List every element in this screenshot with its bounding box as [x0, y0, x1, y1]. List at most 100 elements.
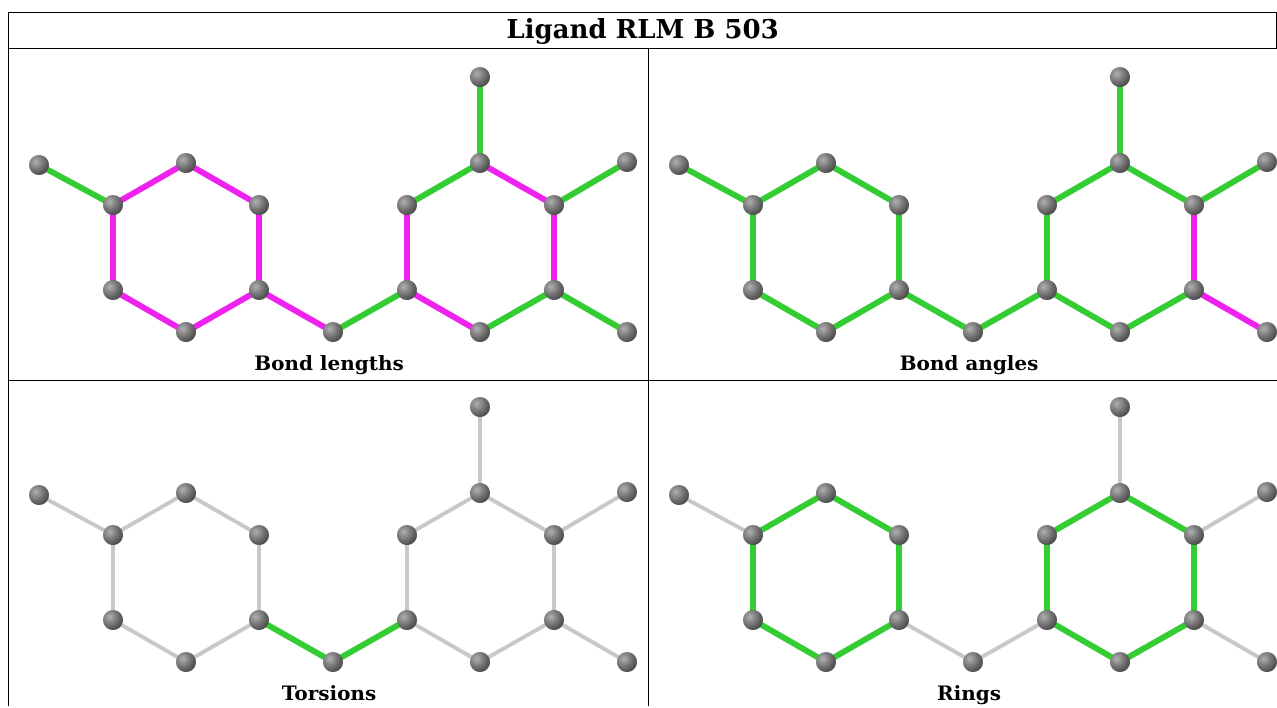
atom [1184, 280, 1204, 300]
bond [823, 287, 902, 335]
atom [1257, 152, 1277, 172]
atom [617, 652, 637, 672]
atom [743, 525, 763, 545]
bond [404, 287, 483, 335]
atom [1257, 322, 1277, 342]
atom [470, 153, 490, 173]
bond [111, 618, 188, 664]
bond [110, 160, 189, 208]
atom [544, 610, 564, 630]
bond [477, 287, 557, 335]
bond [36, 162, 116, 208]
bond [110, 287, 189, 335]
bond [404, 160, 483, 208]
atom [963, 322, 983, 342]
bond [551, 159, 630, 208]
bond [971, 618, 1049, 664]
bond [750, 490, 829, 538]
atom [29, 485, 49, 505]
panel-caption: Rings [936, 681, 1001, 705]
atom [397, 195, 417, 215]
bond [1044, 490, 1123, 538]
bond [750, 617, 829, 665]
atom [249, 610, 269, 630]
bond [37, 493, 115, 537]
atom [1037, 195, 1057, 215]
bond [183, 287, 262, 335]
atom [470, 322, 490, 342]
atom [1110, 397, 1130, 417]
bond [551, 287, 630, 335]
atom [669, 485, 689, 505]
atom [816, 322, 836, 342]
bond [330, 287, 410, 335]
bond [478, 491, 556, 537]
panel-caption: Torsions [281, 681, 377, 705]
atom [397, 280, 417, 300]
panel-caption: Bond angles [899, 351, 1039, 375]
bond [256, 287, 336, 335]
table-top-border [8, 12, 1277, 13]
bond [1192, 490, 1269, 537]
bond [823, 617, 902, 665]
bond [1117, 287, 1197, 335]
atom [1257, 482, 1277, 502]
bond [477, 160, 557, 208]
atom [544, 525, 564, 545]
molecule-diagram [29, 67, 637, 342]
figure-table: Ligand RLM B 503 Bond lengths Bond angle… [8, 12, 1277, 706]
panel-bond-lengths: Bond lengths [9, 50, 649, 378]
atom [249, 525, 269, 545]
atom [617, 152, 637, 172]
bond [1044, 617, 1123, 665]
bond [330, 617, 410, 665]
atom [1110, 153, 1130, 173]
atom [743, 195, 763, 215]
molecule-diagram [29, 397, 637, 672]
atom [889, 195, 909, 215]
atom [743, 280, 763, 300]
atom [889, 610, 909, 630]
bond [478, 618, 556, 664]
bond [1191, 287, 1270, 335]
atom [816, 652, 836, 672]
bond [183, 160, 262, 208]
atom [249, 280, 269, 300]
atom [1037, 525, 1057, 545]
atom [1110, 322, 1130, 342]
atom [544, 195, 564, 215]
atom [103, 280, 123, 300]
bond [896, 287, 976, 335]
atom [103, 610, 123, 630]
atom [397, 525, 417, 545]
bond [676, 162, 756, 208]
atom [1037, 280, 1057, 300]
bond [1191, 159, 1270, 208]
atom [1184, 610, 1204, 630]
bond [1117, 160, 1197, 208]
atom [323, 322, 343, 342]
bond [405, 491, 482, 537]
atom [103, 195, 123, 215]
atom [669, 155, 689, 175]
bond [1044, 160, 1123, 208]
panel-bond-angles: Bond angles [649, 50, 1277, 378]
bond [1192, 618, 1269, 664]
bond [750, 160, 829, 208]
row-divider [8, 380, 1277, 381]
bond [184, 618, 261, 664]
atom [1110, 483, 1130, 503]
atom [1110, 67, 1130, 87]
atom [470, 397, 490, 417]
bond [823, 160, 902, 208]
atom [29, 155, 49, 175]
bond [111, 491, 188, 537]
atom [1037, 610, 1057, 630]
atom [889, 280, 909, 300]
molecule-diagram [669, 67, 1277, 342]
bond [897, 618, 975, 664]
bond [552, 618, 629, 664]
atom [816, 483, 836, 503]
bond [1117, 490, 1197, 538]
atom [176, 652, 196, 672]
